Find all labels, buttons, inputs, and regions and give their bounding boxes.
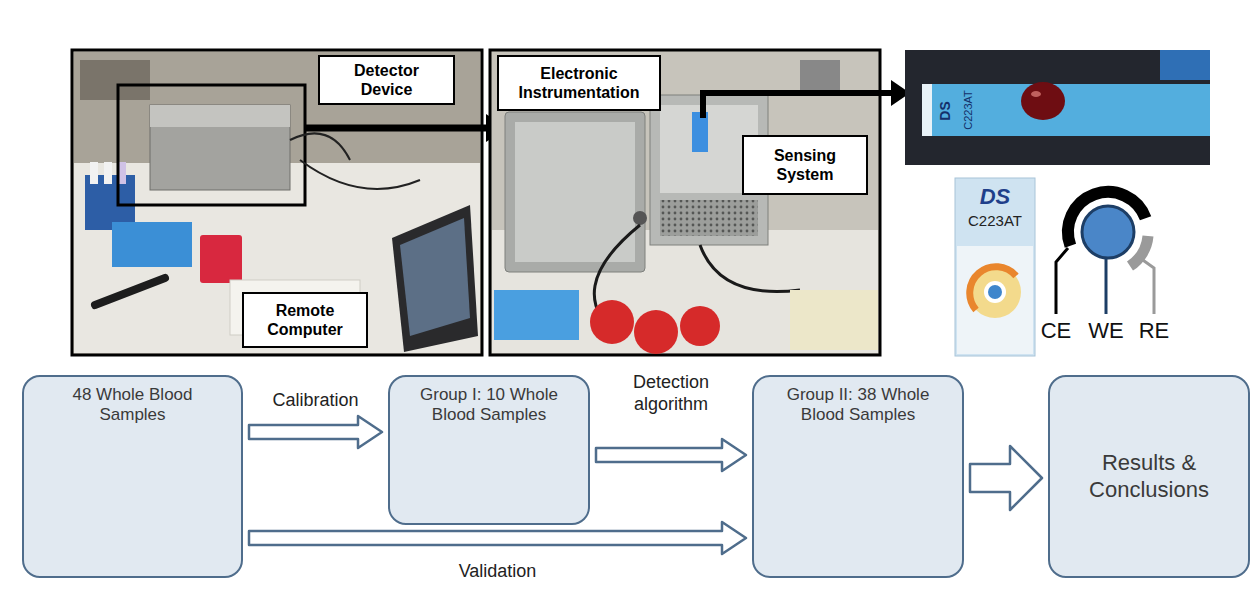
highlight-frame [118,85,305,205]
block-arrow [249,416,382,448]
sample-box: Group II: 38 Whole Blood Samples [752,375,964,578]
enclosure-lid [505,112,645,272]
detector-box [150,105,290,190]
result-box: Results & Conclusions [1048,375,1250,578]
callout-box: Remote Computer [242,292,368,348]
arrow-label: Validation [456,561,540,583]
test-strip [922,84,1210,136]
strip-code: C223AT [968,212,1022,229]
laptop-screen [400,218,470,336]
glove [1160,50,1210,80]
electrode-gap [984,281,1006,303]
we-disc [1082,206,1134,258]
we-lead [1105,258,1108,314]
arrow-label: Calibration [269,390,361,412]
strip-photo [905,50,1210,165]
sample-box: 48 Whole Blood Samples [22,375,243,578]
pointer-arrow [306,125,488,132]
block-arrow [249,522,746,554]
blue-tray [494,290,579,340]
node-text: Sensing System [760,146,850,184]
node-text: Group II: 38 Whole Blood Samples [768,385,948,426]
laptop [392,205,478,352]
block-arrow [970,446,1042,510]
callout-box: Sensing System [742,135,868,195]
drop-highlight [1031,91,1041,97]
bench-item [800,60,840,90]
block-arrow [596,439,746,471]
pointer-arrow [703,93,893,118]
lid-inner [515,122,635,262]
detector-lid [150,105,290,127]
pipette [95,278,165,305]
electrode-pad [969,266,1021,318]
electrode-name: RE [1139,318,1170,343]
strip-brand: DS [980,184,1011,209]
re-lead [1140,258,1154,314]
node-text: 48 Whole Blood Samples [69,385,196,426]
strip-end [922,84,932,136]
vent-grid [660,200,758,236]
strip-lower [957,246,1033,354]
cable [290,133,350,160]
callout-box: Electronic Instrumentation [497,55,661,111]
strip-drawing [955,178,1035,356]
blue-tray [112,222,192,267]
strip-brand: DS [937,101,953,120]
red-cap [634,310,678,354]
node-text: Remote Computer [255,301,355,339]
node-text: Results & Conclusions [1064,450,1234,503]
lab-photo [72,50,482,355]
node-text: Electronic Instrumentation [509,64,649,102]
connector [633,211,647,225]
ce-lead [1056,248,1068,314]
rack-tube [90,162,98,184]
shelf-item [80,60,150,100]
red-cap [680,306,720,346]
cable [300,160,420,189]
red-beaker [200,235,242,283]
callout-box: Detector Device [318,55,455,105]
working-electrode [988,285,1002,299]
rack-tube [104,162,112,184]
red-cap [590,300,634,344]
electrode-name: CE [1041,318,1072,343]
arrow-label: Detection algorithm [608,372,734,415]
node-text: Detector Device [342,61,432,99]
photo-bench [74,163,480,353]
counter-electrode [970,267,1016,310]
cable [700,245,800,292]
strip-code: C223AT [962,90,975,130]
electrode-name: WE [1088,318,1123,343]
node-text: Group I: 10 Whole Blood Samples [404,385,574,426]
well-plate [790,290,878,350]
sample-box: Group I: 10 Whole Blood Samples [388,375,590,525]
blood-drop [1021,82,1065,120]
